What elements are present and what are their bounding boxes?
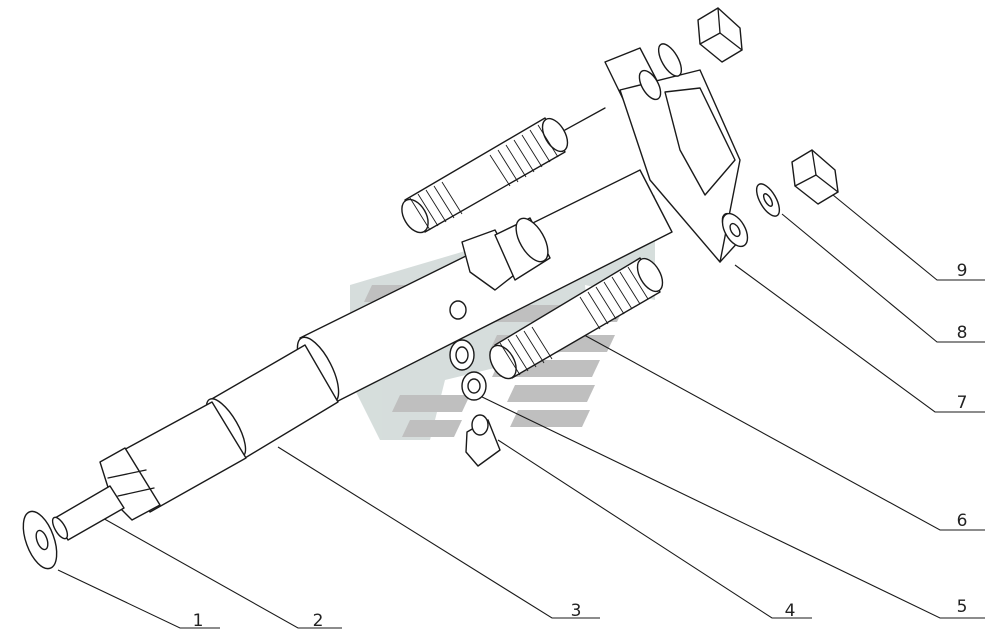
callout-label-1: 1	[193, 611, 204, 631]
callout-label-7: 7	[957, 393, 968, 413]
leader-line-4	[497, 439, 812, 619]
leader-line-1	[57, 569, 220, 629]
callout-label-9: 9	[957, 261, 968, 281]
leader-lines	[57, 185, 985, 629]
part-washer-lower	[461, 371, 487, 401]
injector-flange	[604, 47, 745, 263]
callout-labels: 1 2 3 4 5 6 7 8 9	[193, 261, 968, 631]
callout-label-3: 3	[571, 601, 582, 621]
leader-line-7	[734, 264, 985, 413]
leader-line-5	[477, 394, 985, 619]
upper-stud	[401, 107, 606, 234]
callout-label-5: 5	[957, 597, 968, 617]
part-spring-washer	[755, 183, 781, 217]
injector-assembly	[22, 47, 745, 570]
upper-stud-thread	[409, 124, 559, 231]
leader-line-2	[91, 511, 342, 629]
part-lower-stud	[489, 257, 664, 380]
part-flat-washer	[721, 212, 749, 248]
leader-line-3	[277, 446, 600, 619]
leader-line-9	[821, 185, 985, 281]
callout-label-2: 2	[313, 611, 324, 631]
part-washer-upper	[449, 339, 475, 371]
leader-line-8	[781, 213, 985, 343]
inlet-connector-base	[461, 229, 519, 291]
lower-stud-thread	[499, 266, 649, 376]
top-washer-and-nut	[657, 7, 743, 77]
leader-line-6	[574, 329, 985, 531]
callout-label-4: 4	[785, 601, 796, 621]
part-hex-nut	[791, 149, 839, 205]
callout-label-8: 8	[957, 323, 968, 343]
part-nozzle-washer	[22, 510, 58, 570]
callout-label-6: 6	[957, 511, 968, 531]
part-banjo-bolt	[449, 300, 501, 467]
